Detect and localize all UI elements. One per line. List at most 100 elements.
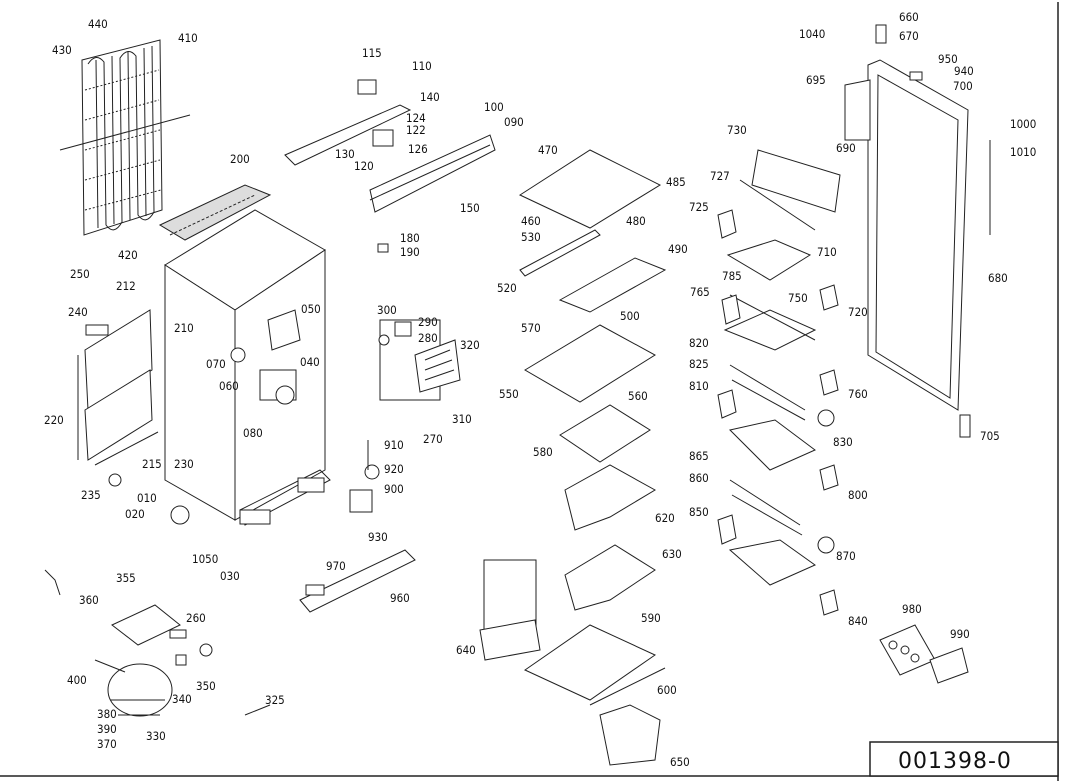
part-label-920: 920	[384, 462, 404, 476]
part-label-070: 070	[206, 357, 226, 371]
part-label-430: 430	[52, 43, 72, 57]
part-label-800: 800	[848, 488, 868, 502]
part-label-010: 010	[137, 491, 157, 505]
part-label-050: 050	[301, 302, 321, 316]
part-label-705: 705	[980, 429, 1000, 443]
part-label-280: 280	[418, 331, 438, 345]
part-label-110: 110	[412, 59, 432, 73]
part-label-970: 970	[326, 559, 346, 573]
part-label-330: 330	[146, 729, 166, 743]
part-label-630: 630	[662, 547, 682, 561]
part-label-060: 060	[219, 379, 239, 393]
part-label-440: 440	[88, 17, 108, 31]
part-label-850: 850	[689, 505, 709, 519]
part-label-310: 310	[452, 412, 472, 426]
part-label-020: 020	[125, 507, 145, 521]
part-label-960: 960	[390, 591, 410, 605]
part-label-930: 930	[368, 530, 388, 544]
part-label-350: 350	[196, 679, 216, 693]
part-label-480: 480	[626, 214, 646, 228]
part-label-750: 750	[788, 291, 808, 305]
part-label-230: 230	[174, 457, 194, 471]
part-label-980: 980	[902, 602, 922, 616]
part-label-620: 620	[655, 511, 675, 525]
part-label-1010: 1010	[1010, 145, 1036, 159]
part-label-950: 950	[938, 52, 958, 66]
part-label-325: 325	[265, 693, 285, 707]
part-label-560: 560	[628, 389, 648, 403]
part-label-390: 390	[97, 722, 117, 736]
part-label-030: 030	[220, 569, 240, 583]
part-label-720: 720	[848, 305, 868, 319]
part-label-250: 250	[70, 267, 90, 281]
control-housing-drawing	[284, 79, 496, 401]
part-label-695: 695	[806, 73, 826, 87]
part-label-990: 990	[950, 627, 970, 641]
part-label-830: 830	[833, 435, 853, 449]
part-label-690: 690	[836, 141, 856, 155]
condenser-coil-drawing	[59, 39, 191, 236]
part-label-100: 100	[484, 100, 504, 114]
part-label-1040: 1040	[799, 27, 825, 41]
part-label-580: 580	[533, 445, 553, 459]
door-components-drawing	[717, 149, 841, 616]
part-label-212: 212	[116, 279, 136, 293]
part-label-500: 500	[620, 309, 640, 323]
part-label-1050: 1050	[192, 552, 218, 566]
part-label-670: 670	[899, 29, 919, 43]
door-drawing	[844, 24, 991, 684]
part-label-660: 660	[899, 10, 919, 24]
cabinet-body-drawing	[158, 184, 331, 526]
part-label-080: 080	[243, 426, 263, 440]
part-label-485: 485	[666, 175, 686, 189]
part-label-235: 235	[81, 488, 101, 502]
part-label-700: 700	[953, 79, 973, 93]
part-label-150: 150	[460, 201, 480, 215]
part-label-820: 820	[689, 336, 709, 350]
part-label-380: 380	[97, 707, 117, 721]
part-label-785: 785	[722, 269, 742, 283]
part-label-860: 860	[689, 471, 709, 485]
part-label-130: 130	[335, 147, 355, 161]
part-label-215: 215	[142, 457, 162, 471]
part-label-470: 470	[538, 143, 558, 157]
part-label-200: 200	[230, 152, 250, 166]
part-label-490: 490	[668, 242, 688, 256]
part-label-710: 710	[817, 245, 837, 259]
part-label-570: 570	[521, 321, 541, 335]
part-label-520: 520	[497, 281, 517, 295]
drawing-id: 001398-0	[898, 749, 1012, 774]
part-label-725: 725	[689, 200, 709, 214]
part-label-260: 260	[186, 611, 206, 625]
part-label-270: 270	[423, 432, 443, 446]
part-label-730: 730	[727, 123, 747, 137]
part-label-650: 650	[670, 755, 690, 769]
part-label-727: 727	[710, 169, 730, 183]
part-label-300: 300	[377, 303, 397, 317]
part-label-180: 180	[400, 231, 420, 245]
part-label-290: 290	[418, 315, 438, 329]
part-label-1000: 1000	[1010, 117, 1036, 131]
part-label-680: 680	[988, 271, 1008, 285]
part-label-115: 115	[362, 46, 382, 60]
part-label-640: 640	[456, 643, 476, 657]
part-label-760: 760	[848, 387, 868, 401]
part-label-825: 825	[689, 357, 709, 371]
part-label-370: 370	[97, 737, 117, 751]
shelves-drawing	[479, 149, 667, 766]
part-label-355: 355	[116, 571, 136, 585]
part-label-190: 190	[400, 245, 420, 259]
part-label-240: 240	[68, 305, 88, 319]
part-label-410: 410	[178, 31, 198, 45]
part-label-400: 400	[67, 673, 87, 687]
part-label-765: 765	[690, 285, 710, 299]
part-label-865: 865	[689, 449, 709, 463]
part-label-120: 120	[354, 159, 374, 173]
part-label-040: 040	[300, 355, 320, 369]
part-label-600: 600	[657, 683, 677, 697]
part-label-320: 320	[460, 338, 480, 352]
part-label-810: 810	[689, 379, 709, 393]
back-panel-compressor-drawing	[44, 309, 416, 717]
